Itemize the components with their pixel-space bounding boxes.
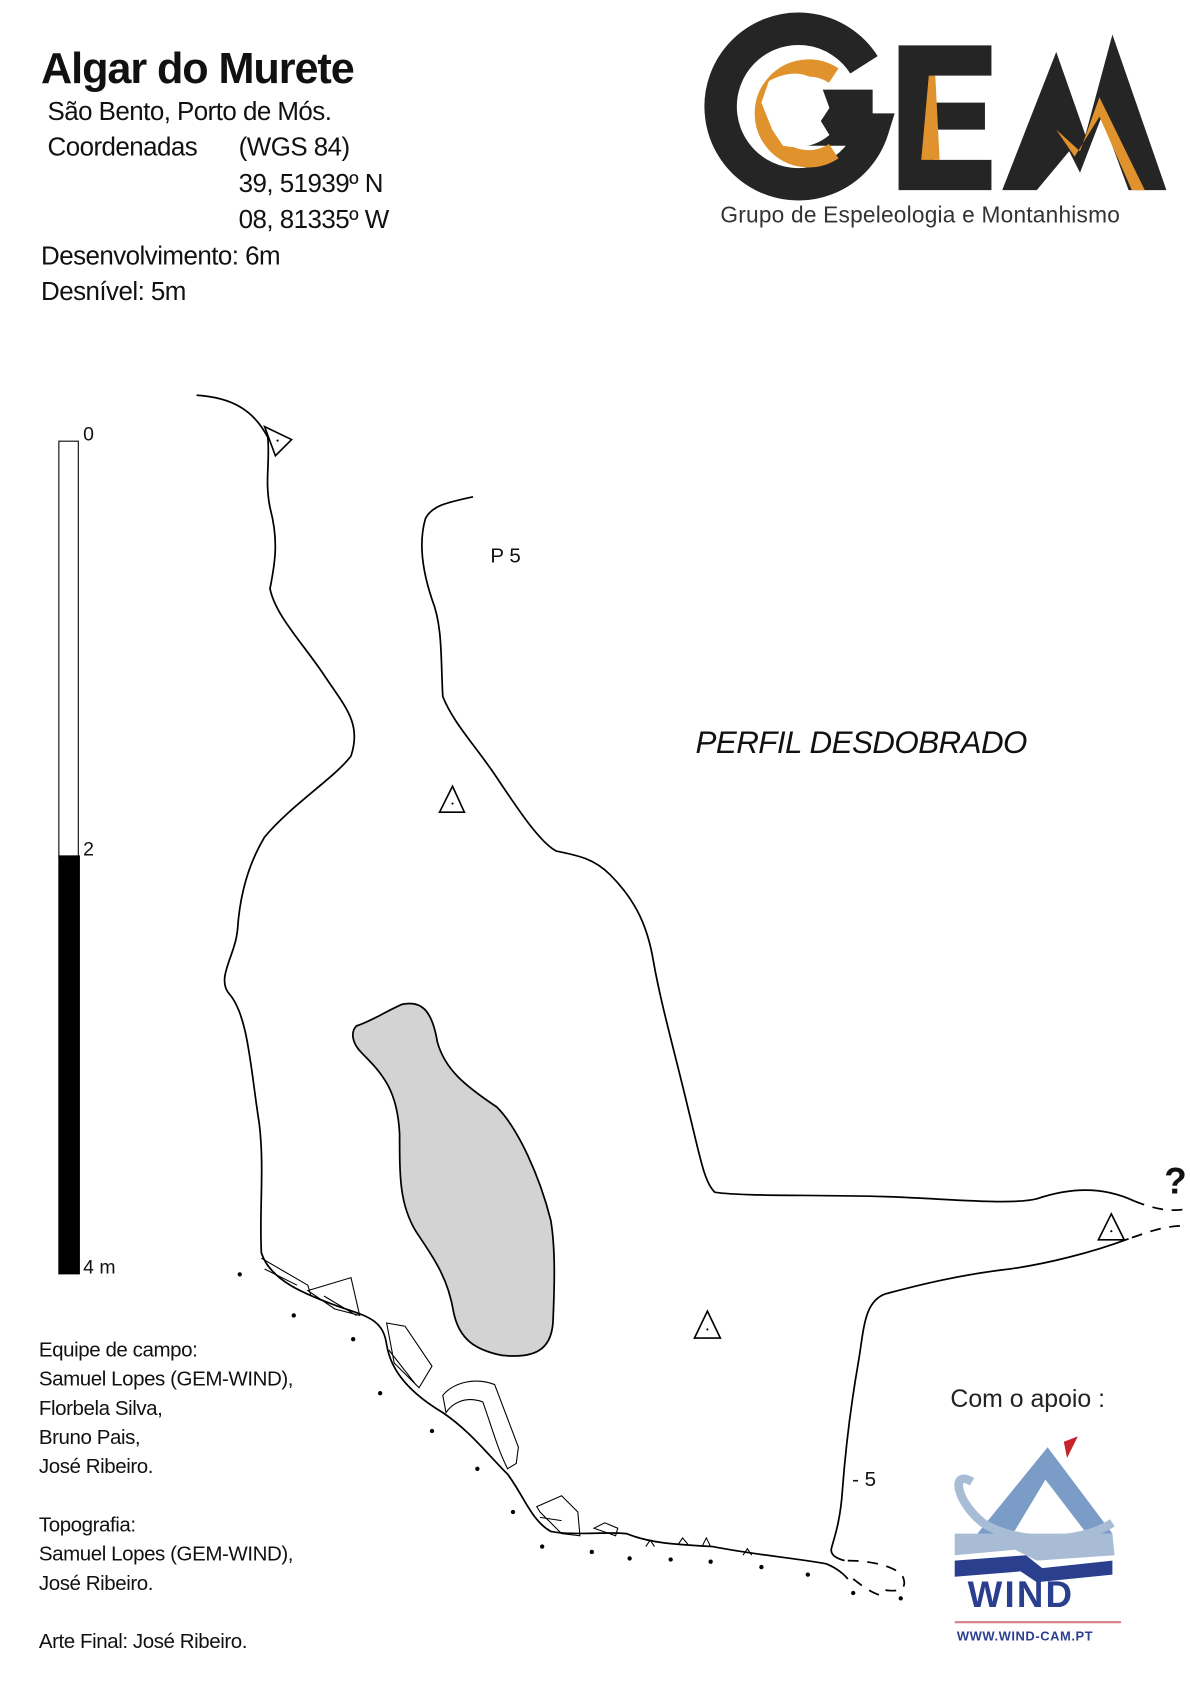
cave-right-wall — [421, 495, 1135, 1203]
cave-left-wall — [196, 394, 849, 1580]
coords-label: Coordenadas — [47, 132, 198, 162]
scale-bar-black-segment — [58, 855, 80, 1275]
rock-block — [352, 1002, 556, 1357]
gem-letter-e — [898, 45, 992, 191]
topography-member: Samuel Lopes (GEM-WIND), — [38, 1543, 294, 1567]
scale-label-4: 4 m — [83, 1256, 116, 1278]
sponsor-label: Com o apoio : — [950, 1384, 1106, 1413]
credits: Equipe de campo: Samuel Lopes (GEM-WIND)… — [38, 1336, 294, 1657]
gem-subtitle: Grupo de Espeleologia e Montanhismo — [720, 203, 1121, 228]
field-team-member: José Ribeiro. — [38, 1455, 154, 1479]
scale-label-2: 2 — [83, 838, 94, 860]
boulders — [261, 1257, 753, 1556]
topography-member: José Ribeiro. — [38, 1572, 154, 1596]
gem-letter-m — [1002, 34, 1167, 191]
topography-title: Topografia: — [38, 1514, 136, 1537]
station-triangle-icon — [263, 425, 293, 458]
gem-logo — [704, 12, 1167, 201]
scale-label-0: 0 — [83, 423, 94, 445]
cave-lower-right-wall — [830, 1237, 1129, 1562]
field-team-member: Samuel Lopes (GEM-WIND), — [38, 1368, 294, 1392]
floor-dots — [237, 1272, 903, 1601]
field-team-member: Bruno Pais, — [38, 1426, 141, 1450]
final-art-credit: Arte Final: José Ribeiro. — [38, 1630, 248, 1654]
cave-title: Algar do Murete — [41, 45, 355, 93]
sponsor-url[interactable]: WWW.WIND-CAM.PT — [956, 1628, 1094, 1644]
cave-continuation-dashed — [847, 1200, 1183, 1596]
survey-station-icons — [263, 425, 1126, 1339]
development: Desenvolvimento: 6m — [41, 241, 281, 272]
station-triangle-icon — [693, 1309, 722, 1339]
depth: Desnível: 5m — [41, 277, 186, 307]
field-team-member: Florbela Silva, — [38, 1397, 163, 1421]
pitch-label: P 5 — [490, 545, 521, 569]
depth-mark: - 5 — [852, 1468, 877, 1492]
longitude: 08, 81335º W — [238, 205, 390, 235]
location: São Bento, Porto de Mós. — [47, 97, 332, 127]
station-triangle-icon — [438, 784, 466, 813]
latitude: 39, 51939º N — [238, 169, 384, 199]
station-triangle-icon — [1097, 1212, 1126, 1241]
unknown-continuation-mark: ? — [1164, 1161, 1187, 1203]
field-team-title: Equipe de campo: — [38, 1339, 198, 1362]
datum: (WGS 84) — [238, 132, 350, 162]
sponsor-name: WIND — [967, 1574, 1075, 1616]
gem-letter-g — [704, 12, 895, 201]
view-label: PERFIL DESDOBRADO — [695, 725, 1028, 761]
